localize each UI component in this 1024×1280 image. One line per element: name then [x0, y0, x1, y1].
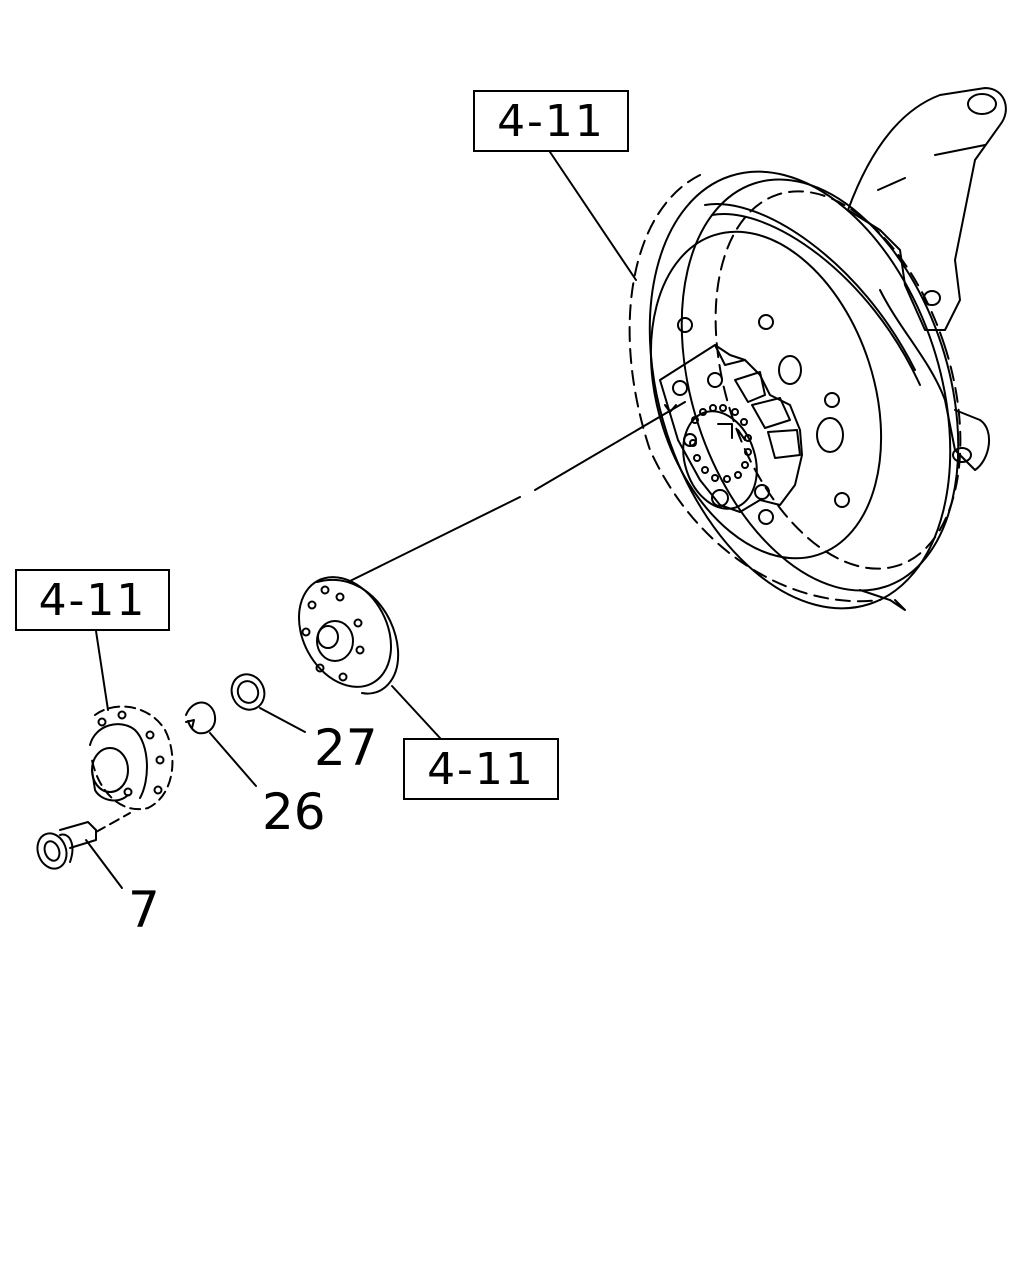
reference-box-center: 4-11: [403, 738, 559, 800]
retaining-clip: [186, 703, 215, 734]
brake-drum-hub: [597, 133, 1007, 648]
leader-top-right: [550, 152, 636, 280]
washer: [226, 669, 270, 715]
leader-left-box: [96, 631, 108, 710]
leader-clip: [210, 733, 256, 786]
reference-box-left: 4-11: [15, 569, 170, 631]
leader-bolt: [86, 840, 122, 888]
reference-box-top-right: 4-11: [473, 90, 629, 152]
callout-bolt-7: 7: [128, 881, 160, 939]
steering-knuckle: [848, 88, 1006, 610]
hub-flange-left: [90, 707, 172, 810]
assembly-axis-line: [348, 402, 685, 582]
callout-washer-27: 27: [314, 719, 378, 777]
hex-bolt: [33, 813, 130, 873]
leader-washer: [260, 708, 305, 732]
callout-clip-26: 26: [262, 783, 326, 841]
hub-flange-center: [281, 561, 410, 703]
leader-center-box: [392, 686, 440, 738]
